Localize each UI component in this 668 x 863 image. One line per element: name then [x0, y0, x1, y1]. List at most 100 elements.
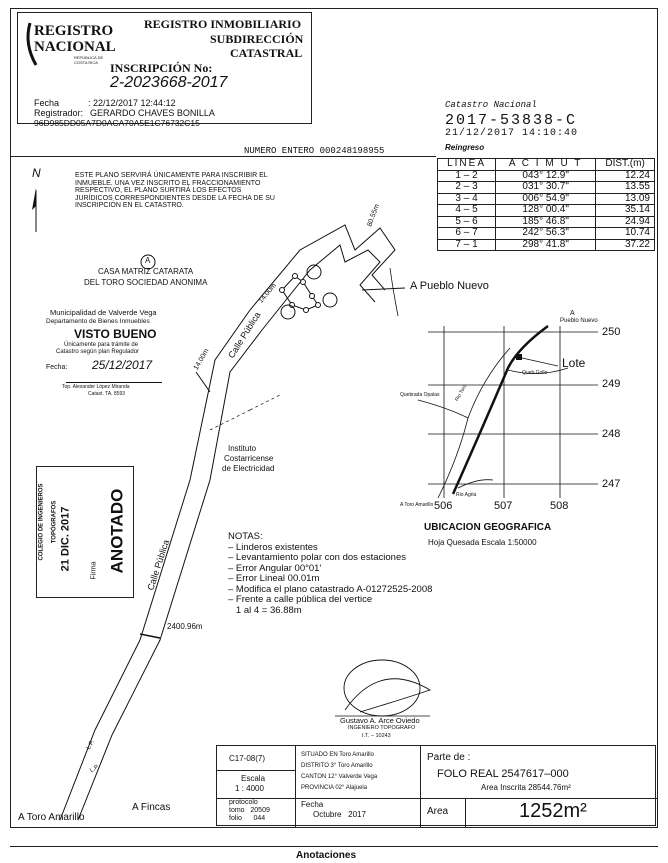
- tb-folio: folio 044: [229, 815, 266, 822]
- registry-title-1: REGISTRO INMOBILIARIO: [144, 17, 302, 31]
- row-linea: 1 – 2: [436, 169, 497, 182]
- tb-distrito: DISTRITO 3° Toro Amarillo: [301, 763, 373, 769]
- fincas-label: A Fincas: [132, 802, 171, 813]
- registry-logo-sub2: COSTA RICA: [74, 60, 98, 65]
- stream-line: [389, 267, 399, 317]
- row-linea: 7 – 1: [436, 238, 497, 251]
- tb-provincia: PROVINCIA 02° Alajuela: [301, 785, 368, 791]
- catastro-label: Catastro Nacional: [445, 100, 537, 110]
- header-rule: [10, 156, 436, 157]
- row-acimut: 242° 56.3": [495, 227, 597, 240]
- tb-situado: SITUADO EN Toro Amarillo: [301, 752, 374, 758]
- instituto-2: Costarricense: [224, 454, 274, 463]
- road-cross-3: [361, 287, 406, 291]
- owner-marker-circle: [280, 304, 296, 320]
- row-acimut: 043° 12.9": [495, 169, 597, 182]
- loc-x-506: 506: [434, 500, 453, 512]
- registry-logo-top: REGISTRO: [34, 23, 114, 39]
- notes-title: NOTAS:: [228, 531, 263, 542]
- surveyor-code: I.T. – 10243: [362, 733, 391, 739]
- lot-vertex: [300, 279, 306, 285]
- loc-y-250: 250: [602, 326, 621, 338]
- loc-quebrada-opalas: Quebrada Opalas: [400, 392, 440, 398]
- date-value: : 22/12/2017 12:44:12: [88, 98, 176, 108]
- surveyor-title: INGENIERO TOPOGRAFO: [348, 725, 416, 731]
- row-acimut: 006° 54.9": [495, 192, 597, 205]
- row-linea: 6 – 7: [436, 227, 497, 240]
- pueblo-nuevo-label: A Pueblo Nuevo: [410, 280, 489, 292]
- owner-marker-circle: [322, 292, 338, 308]
- catastro-timestamp: 21/12/2017 14:10:40: [445, 128, 579, 139]
- location-map-drawing: [417, 324, 598, 499]
- loc-subtitle: Hoja Quesada Escala 1:50000: [428, 538, 537, 547]
- notice-line: INMUEBLE. UNA VEZ INSCRITO EL FRACCIONAM…: [75, 179, 261, 187]
- colegio-line1: COLEGIO DE INGENIEROS: [38, 483, 45, 561]
- municipality-stamp: Municipalidad de Valverde Vega Departame…: [42, 308, 192, 400]
- catastro-status: Reingreso: [445, 143, 485, 152]
- notice-line: RESPECTIVO, EL PLANO SURTIRÁ LOS EFECTOS: [75, 187, 242, 195]
- tb-canton: CANTON 12° Valverde Vega: [301, 774, 378, 780]
- colegio-stamp: COLEGIO DE INGENIEROS TOPÓGRAFOS 21 DIC.…: [36, 466, 134, 598]
- lote-marker: [516, 354, 522, 360]
- muni-title: VISTO BUENO: [74, 327, 157, 341]
- registry-logo-icon: [26, 22, 38, 66]
- loc-toro-amarillo: A Toro Amarillo: [400, 502, 434, 508]
- note-item: – Levantamiento polar con dos estaciones: [228, 552, 406, 563]
- owner-name-2: DEL TORO SOCIEDAD ANONIMA: [84, 278, 208, 287]
- colegio-anotado: ANOTADO: [107, 488, 127, 574]
- loc-queb-gollo: Queb.Gollo: [522, 370, 548, 376]
- footer-anotaciones: Anotaciones: [296, 850, 357, 861]
- owner-name-1: CASA MATRIZ CATARATA: [98, 267, 194, 276]
- boundary-dashed: [209, 409, 251, 431]
- owner-marker-circle: [306, 264, 322, 280]
- boundary-dashed: [249, 394, 281, 411]
- row-linea: 2 – 3: [436, 181, 497, 194]
- lot-vertex: [315, 302, 321, 308]
- col-dist: DIST.(m): [595, 158, 655, 171]
- catastro-number: 2017-53838-C: [445, 112, 578, 129]
- registry-logo-sub1: REPÚBLICA DE: [74, 55, 104, 60]
- colegio-line2: TOPÓGRAFOS: [51, 500, 58, 544]
- registry-logo-bottom: NACIONAL: [34, 39, 116, 55]
- note-item: – Error Lineal 00.01m: [228, 573, 320, 584]
- muni-fecha-label: Fecha:: [46, 364, 68, 371]
- numero-entero: NUMERO ENTERO 000248198955: [244, 146, 385, 156]
- location-map: A Pueblo Nuevo 250 249 248 247 506 507 5…: [398, 308, 656, 536]
- row-acimut: 185° 46.8": [495, 215, 597, 228]
- row-dist: 24.94: [595, 215, 655, 228]
- date-label: Fecha: [34, 98, 60, 108]
- note-item: – Error Angular 00°01': [228, 562, 322, 574]
- loc-lote: Lote: [562, 356, 586, 370]
- distance-long: 2400.96m: [167, 622, 203, 631]
- inscription-number: 2-2023668-2017: [110, 74, 228, 91]
- note-item: – Frente a calle pública del vertice: [228, 594, 373, 605]
- tb-scale-value: 1 : 4000: [235, 784, 264, 793]
- row-acimut: 031° 30.7": [495, 181, 597, 194]
- tb-folio-real: FOLO REAL 2547617–000: [437, 768, 569, 780]
- row-linea: 5 – 6: [436, 215, 497, 228]
- row-linea: 3 – 4: [436, 192, 497, 205]
- muni-line2: Departamento de Bienes Inmuebles: [46, 318, 150, 325]
- plan-frame: [10, 8, 658, 828]
- note-item: 1 al 4 = 36.88m: [228, 604, 302, 616]
- notice-line: INSCRIPCIÓN EN EL CATASTRO.: [75, 202, 184, 210]
- tb-scale-label: Escala: [241, 774, 266, 783]
- tb-area-label: Area: [427, 806, 449, 817]
- row-acimut: 298° 41.8": [495, 238, 597, 251]
- owner-marker-circle: [140, 254, 156, 270]
- loc-top-a: A: [570, 310, 575, 317]
- loc-y-249: 249: [602, 378, 621, 390]
- footer-rule: [10, 846, 658, 847]
- muni-signer: Top. Alexander López Miranda: [62, 384, 130, 390]
- loc-title: UBICACION GEOGRAFICA: [424, 522, 552, 533]
- signature-mark: [344, 678, 432, 713]
- road-cross-2: [139, 633, 161, 639]
- colegio-firma: Firma: [90, 561, 98, 580]
- toro-amarillo-label: A Toro Amarillo: [18, 812, 85, 823]
